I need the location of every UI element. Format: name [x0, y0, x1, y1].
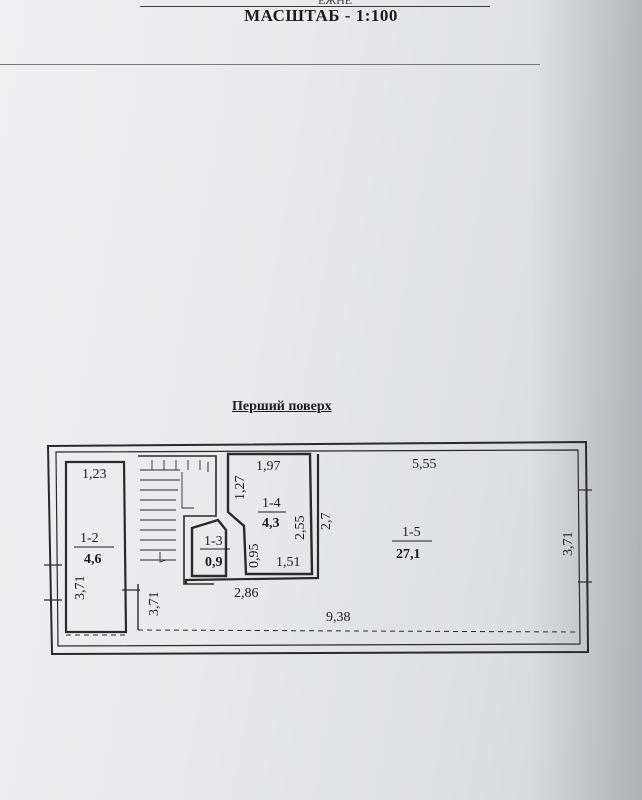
dim-2-55: 2,55 — [293, 516, 308, 541]
room-1-4-id: 1-4 — [262, 496, 281, 511]
room-1-3-area: 0,9 — [205, 555, 223, 570]
room-1-4-walls — [226, 452, 314, 576]
scale-title: МАСШТАБ - 1:100 — [244, 6, 398, 25]
room-1-2-area: 4,6 — [84, 552, 102, 567]
dim-1-23: 1,23 — [82, 467, 107, 482]
dim-1-51: 1,51 — [276, 555, 301, 570]
inner-dash-line — [137, 629, 577, 633]
dim-9-38: 9,38 — [326, 610, 351, 625]
header-separator — [0, 64, 540, 65]
dim-1-27: 1,27 — [233, 476, 248, 501]
room-1-4-area: 4,3 — [262, 516, 280, 531]
room-1-5-area: 27,1 — [396, 547, 421, 562]
header-cut-text: ЕЖНЕ — [318, 0, 353, 7]
room-1-3-walls — [190, 518, 228, 578]
dim-1-97: 1,97 — [256, 459, 281, 474]
outer-wall — [46, 440, 590, 656]
dim-3-71-mid: 3,71 — [147, 592, 162, 617]
dim-3-71-left: 3,71 — [73, 576, 88, 601]
dim-3-71-right: 3,71 — [561, 532, 576, 557]
room-1-3-id: 1-3 — [204, 534, 223, 549]
room-1-2-id: 1-2 — [80, 531, 99, 546]
dim-5-55: 5,55 — [412, 457, 437, 472]
dim-0-95: 0,95 — [247, 544, 262, 569]
floor-title: Перший поверх — [232, 399, 332, 414]
room-1-2-walls — [64, 460, 128, 634]
outer-wall-inner — [55, 449, 581, 647]
stair-steps — [140, 460, 201, 563]
header-top-rule — [140, 6, 490, 7]
dim-2-86: 2,86 — [234, 586, 259, 601]
room-1-5-id: 1-5 — [402, 525, 421, 540]
stair-outline — [138, 455, 217, 585]
room-1-5-partition — [184, 454, 320, 584]
dim-2-7: 2,7 — [319, 513, 334, 531]
